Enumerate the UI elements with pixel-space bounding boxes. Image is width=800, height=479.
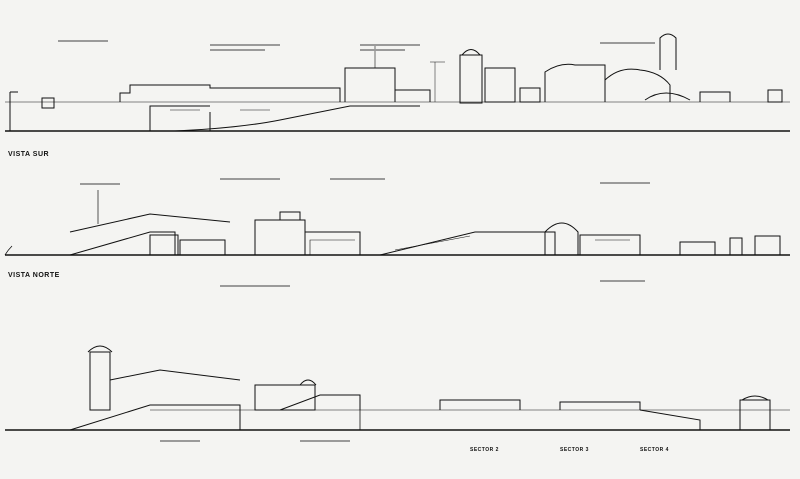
block-g (729, 237, 743, 256)
view-title-north: VISTA NORTE (8, 272, 60, 279)
sector-label: SECTOR 3 (560, 447, 589, 453)
kiosk (41, 97, 55, 109)
low-building-roof (119, 84, 341, 102)
low-annex (519, 87, 541, 103)
roof-kiosk (279, 211, 301, 220)
longitudinal-section (5, 345, 790, 431)
block-a (149, 234, 179, 256)
left-end (4, 245, 13, 256)
curved-hall (544, 63, 606, 102)
ramp-structure (69, 231, 176, 256)
pylon (9, 91, 18, 131)
central-block (344, 67, 396, 102)
dome (544, 222, 579, 255)
block-c (254, 219, 306, 256)
end-block (739, 399, 771, 431)
arch (644, 92, 691, 101)
ramp (174, 105, 420, 132)
dim-mark (430, 61, 445, 102)
ramp-rail (394, 235, 471, 251)
tower-block (484, 67, 516, 103)
bell-tower (659, 33, 677, 70)
block-b (179, 239, 226, 256)
hall (254, 384, 316, 411)
stair (279, 394, 361, 411)
view-title-south: VISTA SUR (8, 151, 50, 158)
sector-label: SECTOR 2 (470, 447, 499, 453)
block-f (679, 241, 716, 255)
ramp-deck (69, 404, 241, 431)
low-building-walls (149, 105, 211, 131)
end-block-dome (741, 395, 769, 401)
side-shed (699, 91, 731, 102)
end-kiosk (767, 89, 783, 103)
block-h (754, 235, 781, 256)
ramp-down (639, 409, 701, 430)
roof-segments (439, 399, 641, 410)
canopy (109, 369, 241, 381)
north-elevation (4, 190, 790, 256)
annex (394, 89, 431, 102)
sector-label: SECTOR 4 (640, 447, 669, 453)
tower-shaft (89, 351, 111, 411)
tower-dome (461, 49, 481, 56)
south-elevation (5, 33, 790, 132)
hall-dome (299, 379, 317, 386)
block-d-inner (309, 239, 355, 255)
tower-left (459, 54, 483, 104)
block-d (304, 231, 361, 255)
canopy (69, 213, 231, 233)
tower-cap (87, 345, 113, 353)
block-e (579, 234, 641, 256)
dome-hall (604, 68, 671, 102)
ramp-long (379, 231, 556, 256)
